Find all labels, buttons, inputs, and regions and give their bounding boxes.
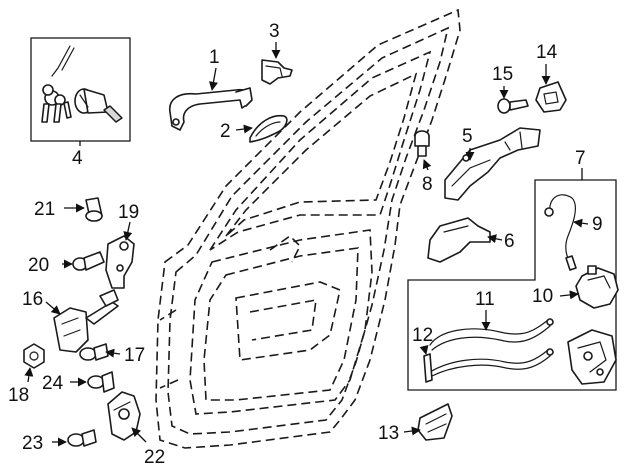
rod-9 <box>544 194 577 271</box>
bracket-6 <box>427 217 491 263</box>
bolt-24 <box>87 371 115 393</box>
clip-13 <box>417 403 453 441</box>
callout-17: 17 <box>124 345 145 366</box>
callout-16: 16 <box>22 289 43 310</box>
door-latch <box>567 329 617 385</box>
callout-7: 7 <box>575 148 586 169</box>
callout-11: 11 <box>475 289 495 310</box>
hinge-22 <box>107 391 141 441</box>
handle-pad <box>249 114 288 143</box>
leader-lines <box>24 42 589 447</box>
bolt-23 <box>67 429 97 447</box>
bolt-8 <box>414 130 430 157</box>
clip-12 <box>423 353 433 383</box>
callout-15: 15 <box>492 64 513 85</box>
callout-4: 4 <box>72 148 83 169</box>
callout-14: 14 <box>536 42 558 63</box>
callout-18: 18 <box>8 385 29 406</box>
callout-5: 5 <box>462 126 473 147</box>
bolt-17 <box>79 343 109 361</box>
bolt-21 <box>85 197 103 222</box>
callout-10: 10 <box>532 286 553 307</box>
latch-assembly-box <box>407 179 617 391</box>
callout-24: 24 <box>42 373 64 394</box>
callout-8: 8 <box>422 174 433 195</box>
handle-frame <box>444 127 541 201</box>
striker-14 <box>535 81 567 113</box>
door-shell-outline <box>155 8 461 449</box>
key-cylinder-set <box>41 45 123 123</box>
pin-15 <box>497 98 529 114</box>
actuator-10 <box>575 265 619 309</box>
check-link-16 <box>53 289 119 353</box>
callout-1: 1 <box>209 47 220 68</box>
bolt-20 <box>72 251 105 271</box>
callout-13: 13 <box>378 423 399 444</box>
callout-19: 19 <box>118 202 139 223</box>
callout-labels: 1 2 3 4 5 6 7 8 9 10 11 12 13 14 15 16 1… <box>8 21 603 468</box>
callout-3: 3 <box>269 21 280 42</box>
callout-12: 12 <box>412 325 433 346</box>
callout-22: 22 <box>144 447 165 468</box>
cables-11 <box>429 318 554 377</box>
outside-handle <box>169 87 253 131</box>
callout-6: 6 <box>504 231 515 252</box>
callout-20: 20 <box>28 255 49 276</box>
callout-2: 2 <box>220 121 231 142</box>
bracket-19 <box>105 235 135 289</box>
callout-21: 21 <box>34 199 55 220</box>
handle-cap <box>261 59 293 85</box>
callout-23: 23 <box>22 433 43 454</box>
callout-9: 9 <box>592 214 603 235</box>
nut-18 <box>23 343 45 369</box>
